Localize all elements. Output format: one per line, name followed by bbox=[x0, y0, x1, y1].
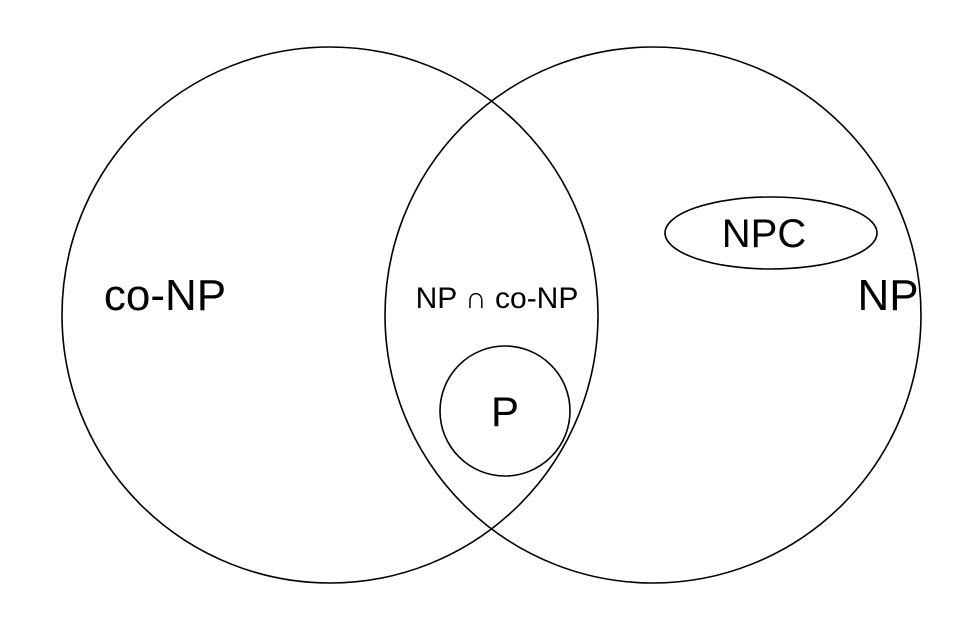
p-circle bbox=[439, 345, 571, 477]
np-circle bbox=[384, 46, 922, 584]
np-label: NP bbox=[857, 271, 918, 320]
intersection-label: NP ∩ co-NP bbox=[416, 282, 579, 315]
p-label: P bbox=[491, 388, 519, 435]
co-np-circle bbox=[61, 46, 599, 584]
npc-label: NPC bbox=[722, 212, 806, 256]
co-np-label: co-NP bbox=[104, 271, 226, 320]
npc-ellipse bbox=[664, 196, 878, 270]
